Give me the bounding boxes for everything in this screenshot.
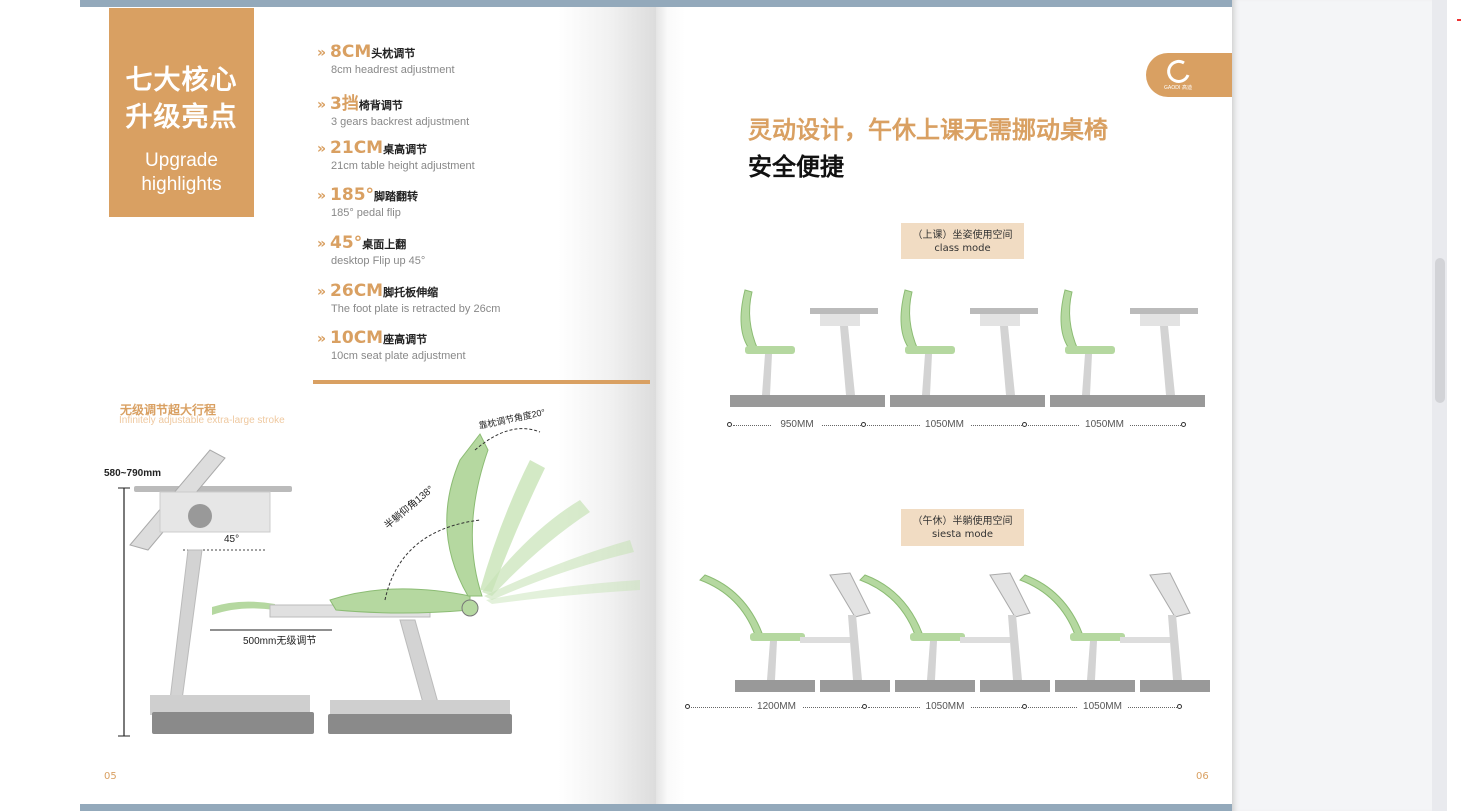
feature-label: 座高调节 bbox=[383, 333, 428, 346]
feature-desc: desktop Flip up 45° bbox=[331, 255, 426, 267]
chevron-double-right-icon: » bbox=[317, 236, 327, 252]
feature-value: 185° bbox=[330, 185, 375, 205]
feature-label: 桌面上翻 bbox=[362, 238, 407, 251]
class-mode-cn: （上课）坐姿使用空间 bbox=[912, 230, 1013, 241]
dimension-label: 1200MM bbox=[751, 701, 802, 712]
red-marker bbox=[1457, 19, 1461, 21]
dimension-dot bbox=[727, 422, 732, 427]
feature-desc: 21cm table height adjustment bbox=[331, 160, 475, 172]
divider bbox=[313, 380, 650, 384]
feature-desc: 8cm headrest adjustment bbox=[331, 64, 455, 76]
feature-label: 椅背调节 bbox=[358, 99, 403, 112]
desk bbox=[820, 572, 890, 692]
top-border bbox=[80, 0, 1232, 7]
page-number-right: 06 bbox=[1196, 771, 1209, 782]
adjustment-illustration bbox=[118, 428, 640, 737]
page-number-left: 05 bbox=[104, 771, 117, 782]
feature-label: 桌高调节 bbox=[383, 143, 428, 156]
feature-desc: The foot plate is retracted by 26cm bbox=[331, 303, 501, 315]
dimension-dot bbox=[1022, 422, 1027, 427]
class-mode-en: class mode bbox=[934, 243, 991, 254]
dimension-label: 1050MM bbox=[1077, 701, 1128, 712]
bottom-border bbox=[80, 804, 1232, 811]
subheadline: 安全便捷 bbox=[748, 153, 844, 181]
feature-label: 头枕调节 bbox=[371, 47, 416, 60]
chevron-double-right-icon: » bbox=[317, 188, 327, 204]
feature-item: »26CM脚托板伸缩 The foot plate is retracted by… bbox=[317, 281, 647, 315]
height-range-label: 580~790mm bbox=[104, 468, 161, 479]
footrest-label: 500mm无级调节 bbox=[243, 636, 317, 647]
desk bbox=[965, 308, 1045, 407]
desk bbox=[1125, 308, 1205, 407]
dimension-dot bbox=[861, 422, 866, 427]
feature-desc: 10cm seat plate adjustment bbox=[331, 350, 466, 362]
dimension-label: 1050MM bbox=[920, 701, 970, 712]
headline: 灵动设计，午休上课无需挪动桌椅 bbox=[748, 116, 1108, 144]
desk bbox=[980, 572, 1050, 692]
feature-value: 10CM bbox=[330, 328, 384, 348]
scrollbar-thumb[interactable] bbox=[1435, 258, 1445, 403]
dimension-label: 950MM bbox=[772, 419, 822, 430]
feature-item: »45°桌面上翻 desktop Flip up 45° bbox=[317, 233, 647, 267]
feature-value: 3挡 bbox=[330, 94, 359, 114]
scrollbar[interactable] bbox=[1432, 0, 1447, 811]
chair bbox=[1050, 289, 1130, 407]
class-mode-label: （上课）坐姿使用空间 class mode bbox=[901, 223, 1024, 259]
desk bbox=[805, 308, 885, 407]
feature-item: »185°脚踏翻转 185° pedal flip bbox=[317, 185, 647, 219]
hero-subtitle-2: highlights bbox=[141, 174, 222, 195]
chevron-double-right-icon: » bbox=[317, 141, 327, 157]
dimension-dot bbox=[862, 704, 867, 709]
hero-title-2: 升级亮点 bbox=[125, 102, 238, 133]
chair bbox=[699, 574, 850, 692]
feature-value: 21CM bbox=[330, 138, 384, 158]
feature-label: 脚托板伸缩 bbox=[383, 286, 439, 299]
siesta-mode-illustration bbox=[699, 572, 1210, 692]
side-panel bbox=[1232, 0, 1432, 811]
chevron-double-right-icon: » bbox=[317, 97, 327, 113]
hero-title-1: 七大核心 bbox=[125, 65, 238, 96]
chair bbox=[730, 289, 810, 407]
brand-logo-text: GAODI 高迪 bbox=[1164, 85, 1193, 91]
feature-label: 脚踏翻转 bbox=[374, 190, 419, 203]
chevron-double-right-icon: » bbox=[317, 284, 327, 300]
section-title: 无级调节超大行程 bbox=[120, 403, 217, 417]
siesta-mode-label: （午休）半躺使用空间 siesta mode bbox=[901, 509, 1024, 546]
brand-logo-tab: GAODI 高迪 bbox=[1146, 53, 1232, 97]
feature-item: »21CM桌高调节 21cm table height adjustment bbox=[317, 138, 647, 172]
feature-desc: 3 gears backrest adjustment bbox=[331, 116, 470, 128]
chair bbox=[890, 289, 970, 407]
feature-desc: 185° pedal flip bbox=[331, 207, 401, 219]
feature-value: 8CM bbox=[330, 42, 372, 62]
feature-item: »8CM头枕调节 8cm headrest adjustment bbox=[317, 42, 647, 76]
hero-box: 七大核心 升级亮点 Upgrade highlights bbox=[109, 8, 254, 217]
dimension-dot bbox=[1177, 704, 1182, 709]
chevron-double-right-icon: » bbox=[317, 45, 327, 61]
siesta-mode-cn: （午休）半躺使用空间 bbox=[912, 516, 1013, 527]
chair bbox=[1019, 574, 1170, 692]
brand-logo-icon bbox=[1167, 59, 1190, 83]
feature-value: 45° bbox=[330, 233, 363, 253]
chevron-double-right-icon: » bbox=[317, 331, 327, 347]
section-subtitle: Infinitely adjustable extra-large stroke bbox=[119, 415, 285, 426]
dimension-dot bbox=[1181, 422, 1186, 427]
feature-item: »3挡椅背调节 3 gears backrest adjustment bbox=[317, 89, 647, 128]
feature-value: 26CM bbox=[330, 281, 384, 301]
hero-subtitle-1: Upgrade bbox=[145, 150, 218, 171]
desk-angle-label: 45° bbox=[224, 534, 240, 545]
dimension-label: 1050MM bbox=[919, 419, 970, 430]
dimension-dot bbox=[685, 704, 690, 709]
siesta-mode-en: siesta mode bbox=[932, 529, 993, 540]
chair bbox=[859, 574, 1010, 692]
feature-item: »10CM座高调节 10cm seat plate adjustment bbox=[317, 328, 647, 362]
class-mode-illustration bbox=[730, 289, 1205, 407]
dimension-dot bbox=[1022, 704, 1027, 709]
desk bbox=[1140, 572, 1210, 692]
dimension-label: 1050MM bbox=[1079, 419, 1130, 430]
